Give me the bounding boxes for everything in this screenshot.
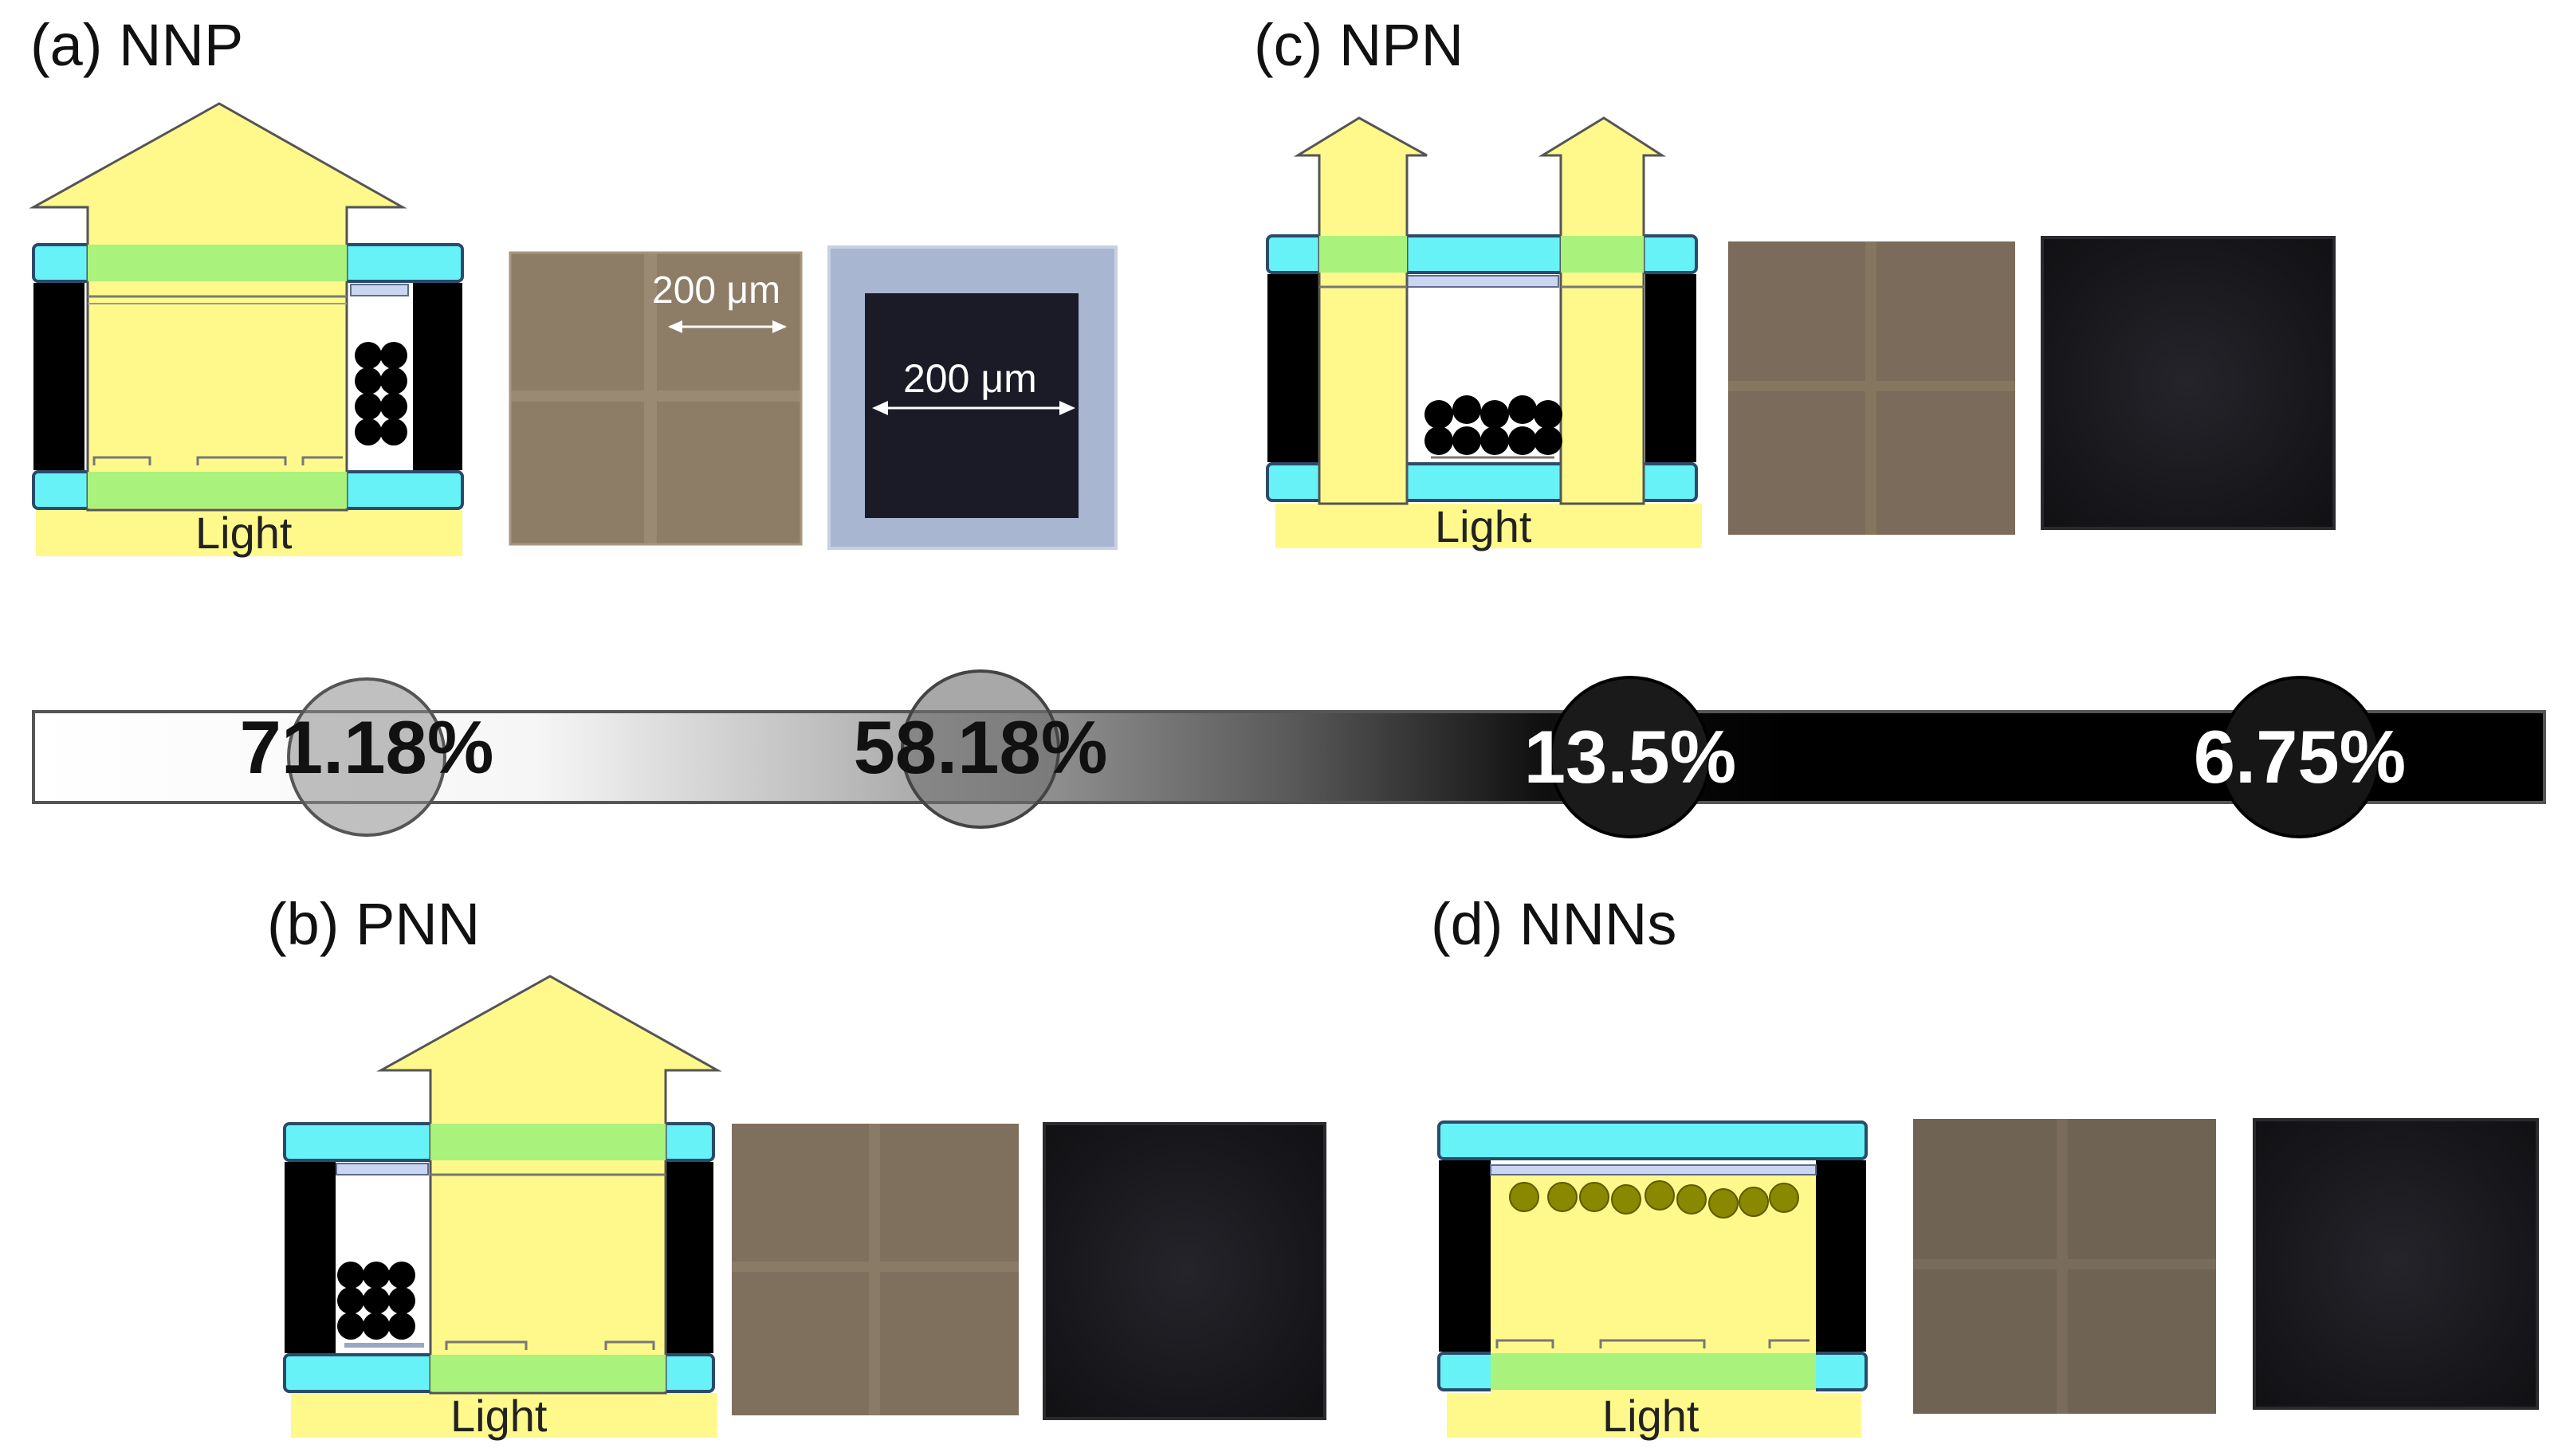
marker-label-4: 6.75% (2194, 715, 2407, 799)
panel-c-micrograph-tan (1728, 241, 2015, 535)
panel-d-device-diagram: Light (1437, 1120, 1868, 1441)
particle-row (1509, 1180, 1799, 1219)
panel-a-micrograph-tan: 200 μm (509, 251, 803, 546)
marker-label-3: 13.5% (1524, 715, 1737, 799)
panel-a-micrograph-framed: 200 μm (827, 245, 1118, 550)
light-strip (291, 1393, 717, 1438)
marker-circle-3 (1549, 676, 1711, 838)
right-wall (1816, 1160, 1866, 1352)
panel-d: (d) NNNs Light (1431, 891, 2539, 1441)
right-wall (1645, 274, 1696, 462)
light-label: Light (1435, 501, 1532, 551)
light-strip (1447, 1393, 1861, 1438)
marker-label-1: 71.18% (240, 705, 494, 789)
marker-circle-1 (287, 677, 446, 837)
left-wall (1267, 274, 1318, 462)
light-arrow (29, 102, 407, 512)
left-wall (285, 1162, 336, 1353)
panel-b-micrograph-dark (1043, 1122, 1326, 1420)
panel-a: (a) NNP (29, 12, 1118, 558)
panel-d-title: (d) NNNs (1431, 891, 1676, 957)
panel-c-title: (c) NPN (1254, 12, 1464, 78)
light-label: Light (450, 1391, 548, 1441)
panel-a-device-diagram: Light (29, 102, 464, 558)
electrode-film (350, 284, 409, 296)
scale-bar-label: 200 μm (652, 269, 780, 312)
overlap-bottom (88, 472, 347, 508)
marker-circle-4 (2218, 676, 2381, 838)
left-wall (1439, 1160, 1491, 1352)
panel-d-micrograph-dark (2253, 1118, 2539, 1410)
panel-a-title: (a) NNP (30, 12, 243, 78)
panel-d-micrograph-tan (1913, 1119, 2216, 1414)
panel-b-title: (b) PNN (267, 891, 480, 957)
panel-b-micrograph-tan (732, 1124, 1019, 1415)
left-wall (33, 283, 84, 470)
panel-c: (c) NPN Light (1254, 12, 2336, 551)
light-arrow-right (1538, 116, 1667, 505)
right-wall (666, 1162, 713, 1353)
scale-bar-label-2: 200 μm (903, 356, 1037, 401)
transmittance-gradient-bar: 71.18% 58.18% 13.5% 6.75% (32, 669, 2546, 838)
particle-cluster (1424, 395, 1562, 455)
panel-c-micrograph-dark (2041, 236, 2336, 530)
panel-c-device-diagram: Light (1266, 116, 1702, 551)
light-label: Light (1602, 1391, 1699, 1441)
gradient-bar (32, 710, 2546, 804)
panel-b-device-diagram: Light (283, 975, 722, 1441)
top-glass-plate (1437, 1120, 1868, 1160)
right-wall (413, 283, 462, 470)
light-strip (36, 510, 462, 556)
marker-label-2: 58.18% (854, 705, 1108, 789)
light-label: Light (195, 508, 293, 558)
particle-cluster (337, 1262, 415, 1340)
light-arrow-left (1293, 116, 1428, 505)
light-arrow (376, 975, 722, 1395)
particle-cluster (355, 342, 407, 445)
marker-circle-2 (901, 669, 1060, 829)
light-strip (1275, 504, 1702, 548)
overlap-top (88, 245, 347, 281)
panel-b: (b) PNN Light (267, 891, 1326, 1441)
